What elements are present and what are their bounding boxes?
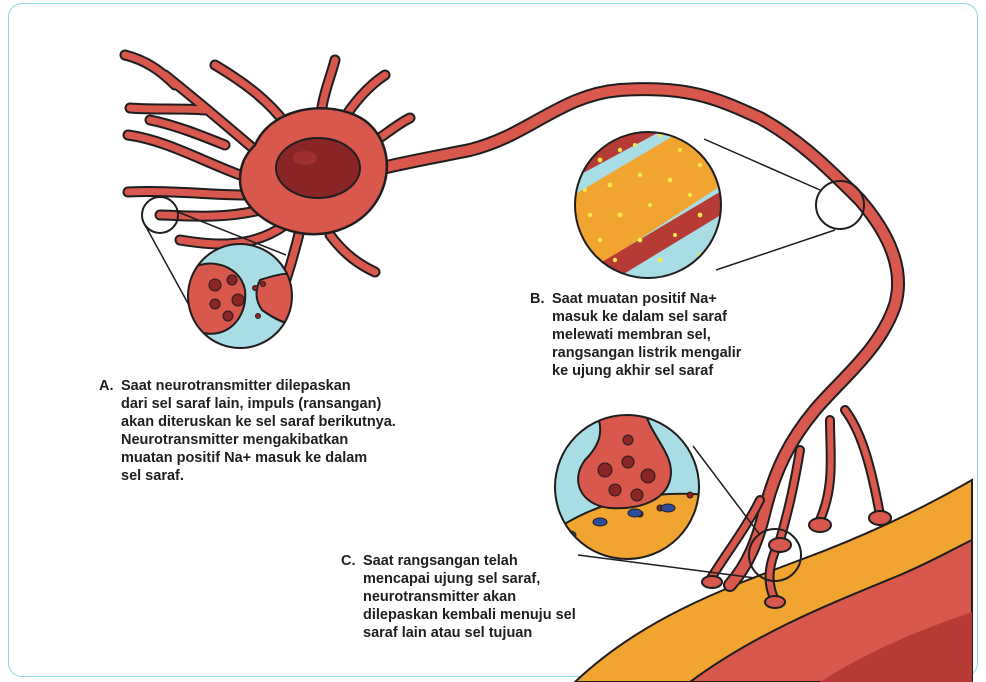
label-a-line-2: dari sel saraf lain, impuls (ransangan) [121, 395, 396, 413]
label-b-line-5: ke ujung akhir sel saraf [552, 362, 741, 380]
lens-a-synapse [180, 244, 303, 348]
label-c-letter: C. [341, 552, 356, 570]
label-c-line-4: dilepaskan kembali menuju sel [363, 606, 576, 624]
label-a-line-4: Neurotransmitter mengakibatkan [121, 431, 396, 449]
label-c-line-1: Saat rangsangan telah [363, 552, 576, 570]
label-a-line-3: akan diteruskan ke sel saraf berikutnya. [121, 413, 396, 431]
label-c-line-5: saraf lain atau sel tujuan [363, 624, 576, 642]
nucleus [276, 138, 360, 198]
label-a-line-1: Saat neurotransmitter dilepaskan [121, 377, 396, 395]
lens-c-terminal [555, 405, 710, 580]
label-a-line-6: sel saraf. [121, 467, 396, 485]
label-b-line-2: masuk ke dalam sel saraf [552, 308, 741, 326]
label-c-line-2: mencapai ujung sel saraf, [363, 570, 576, 588]
label-b-letter: B. [530, 290, 545, 308]
label-c: C. Saat rangsangan telah mencapai ujung … [363, 552, 576, 642]
label-b: B. Saat muatan positif Na+ masuk ke dala… [552, 290, 741, 380]
lens-b-membrane [540, 95, 760, 292]
label-a-letter: A. [99, 377, 114, 395]
label-b-line-3: melewati membran sel, [552, 326, 741, 344]
label-c-line-3: neurotransmitter akan [363, 588, 576, 606]
label-b-line-4: rangsangan listrik mengalir [552, 344, 741, 362]
label-a: A. Saat neurotransmitter dilepaskan dari… [121, 377, 396, 485]
label-b-line-1: Saat muatan positif Na+ [552, 290, 741, 308]
label-a-line-5: muatan positif Na+ masuk ke dalam [121, 449, 396, 467]
